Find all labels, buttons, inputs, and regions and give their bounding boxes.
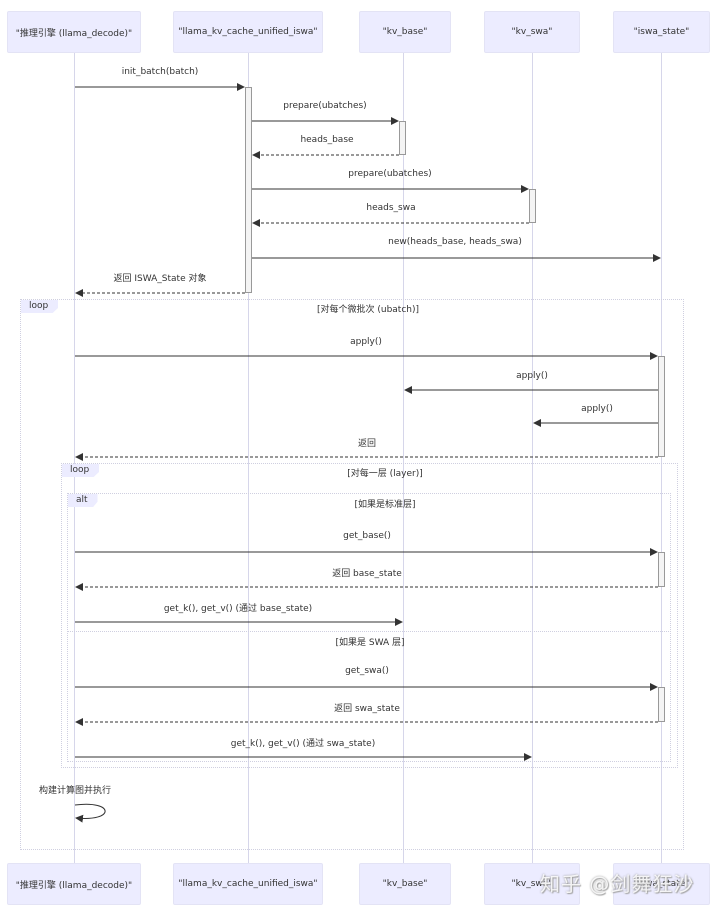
loop-condition-layer: [对每一层 (layer)] <box>347 469 423 479</box>
participant-iswa-top: "llama_kv_cache_unified_iswa" <box>173 11 323 53</box>
participant-engine-bottom: "推理引擎 (llama_decode)" <box>7 863 141 905</box>
loop-frame-ubatch: loop <box>20 299 684 850</box>
participant-label: "iswa_state" <box>633 879 690 889</box>
loop-frame-layer: loop <box>61 463 678 768</box>
participant-label: "kv_base" <box>382 27 428 37</box>
message-label: apply() <box>581 404 613 414</box>
message-label: 返回 <box>357 439 377 449</box>
activation-iswa-state-base <box>658 552 665 587</box>
message-label: init_batch(batch) <box>121 67 199 77</box>
participant-label: "kv_swa" <box>511 27 553 37</box>
participant-label: "kv_swa" <box>511 879 553 889</box>
message-label: heads_base <box>300 135 354 145</box>
activation-iswa-state-apply <box>658 356 665 457</box>
message-label: 返回 base_state <box>332 569 402 579</box>
alt-else-divider <box>67 631 671 632</box>
participant-engine-top: "推理引擎 (llama_decode)" <box>7 11 141 53</box>
alt-condition-standard: [如果是标准层] <box>354 500 416 510</box>
participant-iswa-state-bottom: "iswa_state" <box>613 863 710 905</box>
activation-kv-base <box>399 121 406 155</box>
lifeline-kv-base <box>403 53 404 863</box>
participant-kv-swa-top: "kv_swa" <box>484 11 580 53</box>
message-label: 返回 swa_state <box>334 704 400 714</box>
alt-frame: alt <box>67 493 671 762</box>
alt-condition-swa: [如果是 SWA 层] <box>335 638 405 648</box>
lifeline-engine <box>74 53 75 863</box>
lifeline-iswa-state <box>661 53 662 863</box>
participant-kv-base-top: "kv_base" <box>359 11 451 53</box>
participant-kv-base-bottom: "kv_base" <box>359 863 451 905</box>
activation-iswa-state-swa <box>658 687 665 722</box>
lifeline-kv-swa <box>532 53 533 863</box>
message-label: new(heads_base, heads_swa) <box>388 237 522 247</box>
message-label: get_base() <box>343 531 391 541</box>
message-label: apply() <box>350 337 382 347</box>
participant-iswa-state-top: "iswa_state" <box>613 11 710 53</box>
lifeline-iswa <box>248 53 249 863</box>
loop-tag: loop <box>62 464 100 477</box>
alt-tag: alt <box>68 494 98 507</box>
loop-tag: loop <box>21 300 59 313</box>
message-label: get_k(), get_v() (通过 base_state) <box>163 604 313 614</box>
participant-label: "推理引擎 (llama_decode)" <box>15 28 133 39</box>
participant-label: "iswa_state" <box>633 27 690 37</box>
watermark: 知乎 @剑舞狂沙 <box>540 872 695 896</box>
activation-kv-swa <box>529 189 536 223</box>
activation-iswa <box>245 87 252 293</box>
message-label: heads_swa <box>366 203 416 213</box>
message-label: prepare(ubatches) <box>283 101 367 111</box>
message-label: apply() <box>516 371 548 381</box>
message-label: get_k(), get_v() (通过 swa_state) <box>230 739 376 749</box>
participant-iswa-bottom: "llama_kv_cache_unified_iswa" <box>173 863 323 905</box>
participant-label: "llama_kv_cache_unified_iswa" <box>178 27 318 37</box>
loop-condition-ubatch: [对每个微批次 (ubatch)] <box>316 305 420 315</box>
participant-label: "kv_base" <box>382 879 428 889</box>
message-label: get_swa() <box>345 666 389 676</box>
participant-label: "推理引擎 (llama_decode)" <box>15 880 133 891</box>
participant-label: "llama_kv_cache_unified_iswa" <box>178 879 318 889</box>
message-label: prepare(ubatches) <box>348 169 432 179</box>
self-message-label: 构建计算图并执行 <box>38 786 112 796</box>
participant-kv-swa-bottom: "kv_swa" <box>484 863 580 905</box>
message-label: 返回 ISWA_State 对象 <box>113 274 207 284</box>
